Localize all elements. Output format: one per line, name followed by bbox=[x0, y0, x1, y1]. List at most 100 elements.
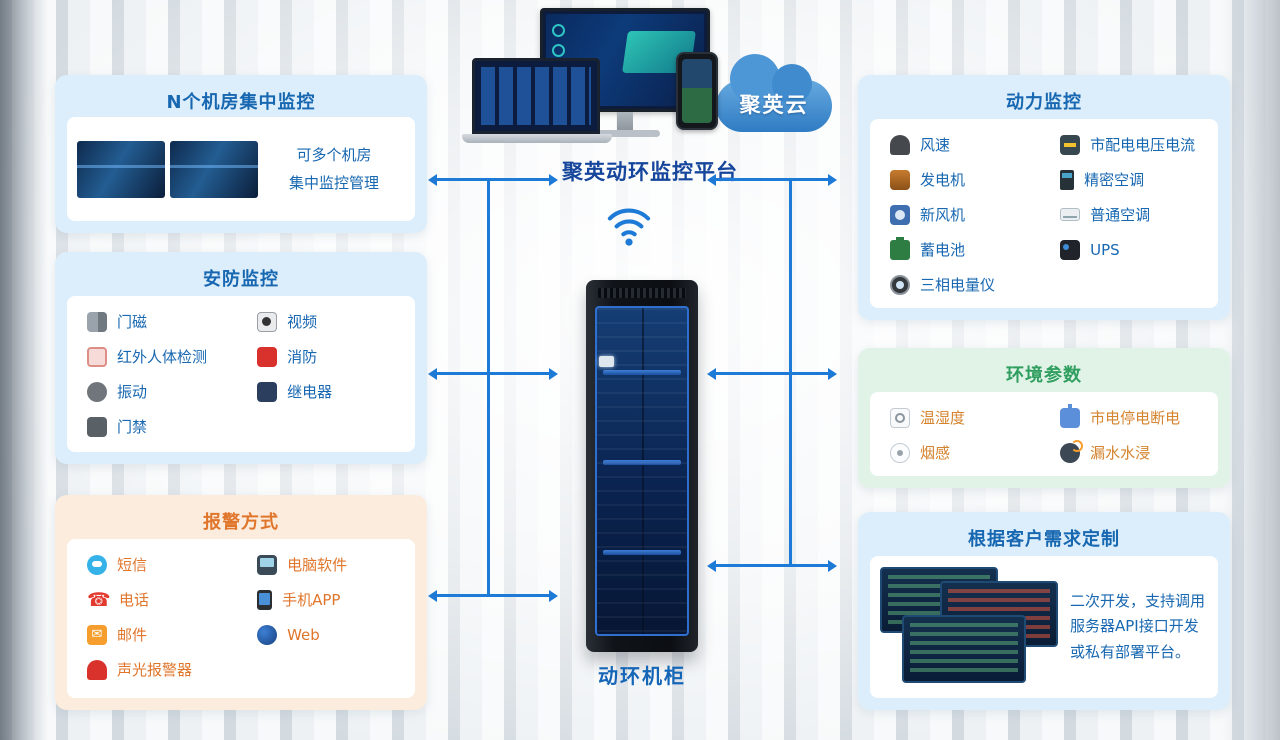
server-room-photo bbox=[77, 140, 165, 198]
battery-icon bbox=[890, 236, 910, 260]
power-panel-body: 风速 发电机 新风机 蓄电池 三相电量仪 bbox=[870, 119, 1218, 308]
cloud-label: 聚英云 bbox=[739, 93, 809, 117]
list-item: 漏水水浸 bbox=[1060, 435, 1212, 470]
list-item: UPS bbox=[1060, 232, 1212, 267]
list-item: 振动 bbox=[87, 374, 257, 409]
environment-panel: 环境参数 温湿度 烟感 市电停电断电 漏水水浸 bbox=[858, 348, 1230, 488]
phone-icon: ☎ bbox=[87, 588, 111, 611]
list-item: 门磁 bbox=[87, 304, 257, 339]
list-item: 三相电量仪 bbox=[890, 267, 1060, 302]
generator-icon bbox=[890, 169, 910, 190]
item-label: 电话 bbox=[119, 591, 150, 609]
mobile-app-icon bbox=[257, 589, 273, 610]
rack-shelf bbox=[603, 460, 681, 465]
rooms-description: 可多个机房 集中监控管理 bbox=[263, 141, 405, 198]
item-label: 温湿度 bbox=[920, 409, 966, 427]
rooms-desc-line2: 集中监控管理 bbox=[288, 174, 379, 192]
power-items-right: 市配电电压电流 精密空调 普通空调 UPS bbox=[1060, 127, 1212, 302]
rooms-desc-line1: 可多个机房 bbox=[296, 145, 372, 164]
item-label: 门禁 bbox=[117, 418, 148, 436]
customization-description: 二次开发，支持调用服务器API接口开发或私有部署平台。 bbox=[1070, 591, 1206, 661]
background-rack-right bbox=[1222, 0, 1280, 740]
item-label: 烟感 bbox=[920, 444, 951, 462]
power-panel-title: 动力监控 bbox=[1006, 92, 1082, 113]
door-magnet-icon bbox=[87, 311, 107, 332]
list-item: ☎ 电话 bbox=[87, 582, 257, 617]
customization-panel-body: 二次开发，支持调用服务器API接口开发或私有部署平台。 bbox=[870, 556, 1218, 698]
alarm-items-left: 短信 ☎ 电话 ✉ 邮件 声光报警器 bbox=[87, 547, 257, 692]
connector-arrow-right-bottom bbox=[707, 559, 837, 572]
laptop-graphic bbox=[462, 58, 612, 146]
rack-vent bbox=[598, 288, 686, 298]
item-label: 红外人体检测 bbox=[117, 348, 208, 366]
power-meter-icon bbox=[890, 274, 910, 295]
list-item: Web bbox=[257, 617, 409, 652]
list-item: 发电机 bbox=[890, 162, 1060, 197]
rack-shelf bbox=[603, 550, 681, 555]
connector-arrow-left-middle bbox=[428, 367, 558, 380]
security-items-right: 视频 消防 继电器 bbox=[257, 304, 409, 446]
rack-shelf bbox=[603, 370, 681, 375]
item-label: Web bbox=[287, 625, 320, 644]
customization-panel-title: 根据客户需求定制 bbox=[968, 529, 1120, 550]
alarm-items-right: 电脑软件 手机APP Web bbox=[257, 547, 409, 692]
item-label: 漏水水浸 bbox=[1090, 444, 1151, 462]
normal-ac-icon bbox=[1060, 208, 1081, 221]
security-panel-title: 安防监控 bbox=[203, 269, 279, 290]
alarm-panel-title: 报警方式 bbox=[203, 512, 279, 533]
background-rack-left bbox=[0, 0, 48, 740]
server-room-photo bbox=[170, 140, 258, 198]
water-leak-icon bbox=[1060, 439, 1084, 463]
environment-panel-title: 环境参数 bbox=[1006, 365, 1082, 386]
list-item: 市配电电压电流 bbox=[1060, 127, 1212, 162]
power-panel: 动力监控 风速 发电机 新风机 蓄电池 bbox=[858, 75, 1230, 320]
customization-panel: 根据客户需求定制 二次开发，支持调用服务器API接口开发或私有部署平台。 bbox=[858, 512, 1230, 710]
ups-icon bbox=[1060, 239, 1081, 260]
smoke-detector-icon bbox=[890, 442, 910, 463]
laptop-screen bbox=[472, 58, 600, 134]
connector-line-right bbox=[789, 179, 792, 566]
connector-arrow-left-top bbox=[428, 173, 558, 186]
item-label: 继电器 bbox=[287, 383, 333, 401]
connector-arrow-right-top bbox=[707, 173, 837, 186]
security-items-left: 门磁 红外人体检测 振动 门禁 bbox=[87, 304, 257, 446]
item-label: UPS bbox=[1090, 240, 1120, 259]
fire-icon bbox=[257, 346, 278, 367]
rooms-panel: N个机房集中监控 可多个机房 集中监控管理 bbox=[55, 75, 427, 233]
list-item: 视频 bbox=[257, 304, 409, 339]
access-control-icon bbox=[87, 416, 107, 437]
environment-panel-body: 温湿度 烟感 市电停电断电 漏水水浸 bbox=[870, 392, 1218, 476]
item-label: 精密空调 bbox=[1084, 171, 1145, 189]
software-screens-graphic bbox=[880, 567, 1058, 687]
server-rack-graphic bbox=[586, 280, 698, 652]
alarm-panel-body: 短信 ☎ 电话 ✉ 邮件 声光报警器 电脑软件 bbox=[67, 539, 415, 698]
list-item: 市电停电断电 bbox=[1060, 400, 1212, 435]
list-item: 新风机 bbox=[890, 197, 1060, 232]
platform-title: 聚英动环监控平台 bbox=[562, 160, 738, 184]
wifi-icon bbox=[607, 208, 651, 246]
item-label: 消防 bbox=[287, 348, 318, 366]
infrared-detector-icon bbox=[87, 346, 107, 367]
pc-software-icon bbox=[257, 554, 278, 575]
laptop-base bbox=[462, 134, 612, 143]
list-item: 消防 bbox=[257, 339, 409, 374]
phone-graphic bbox=[676, 52, 718, 130]
list-item: 红外人体检测 bbox=[87, 339, 257, 374]
list-item: 手机APP bbox=[257, 582, 409, 617]
list-item: 短信 bbox=[87, 547, 257, 582]
item-label: 邮件 bbox=[117, 626, 148, 644]
power-items-left: 风速 发电机 新风机 蓄电池 三相电量仪 bbox=[890, 127, 1060, 302]
list-item: 风速 bbox=[890, 127, 1060, 162]
precision-ac-icon bbox=[1060, 169, 1075, 190]
list-item: 继电器 bbox=[257, 374, 409, 409]
item-label: 三相电量仪 bbox=[920, 276, 996, 294]
item-label: 普通空调 bbox=[1090, 206, 1151, 224]
list-item: 烟感 bbox=[890, 435, 1060, 470]
list-item: 精密空调 bbox=[1060, 162, 1212, 197]
item-label: 蓄电池 bbox=[920, 241, 966, 259]
item-label: 短信 bbox=[117, 556, 148, 574]
rooms-panel-body: 可多个机房 集中监控管理 bbox=[67, 117, 415, 221]
wind-speed-icon bbox=[890, 134, 910, 155]
connector-arrow-left-bottom bbox=[428, 589, 558, 602]
